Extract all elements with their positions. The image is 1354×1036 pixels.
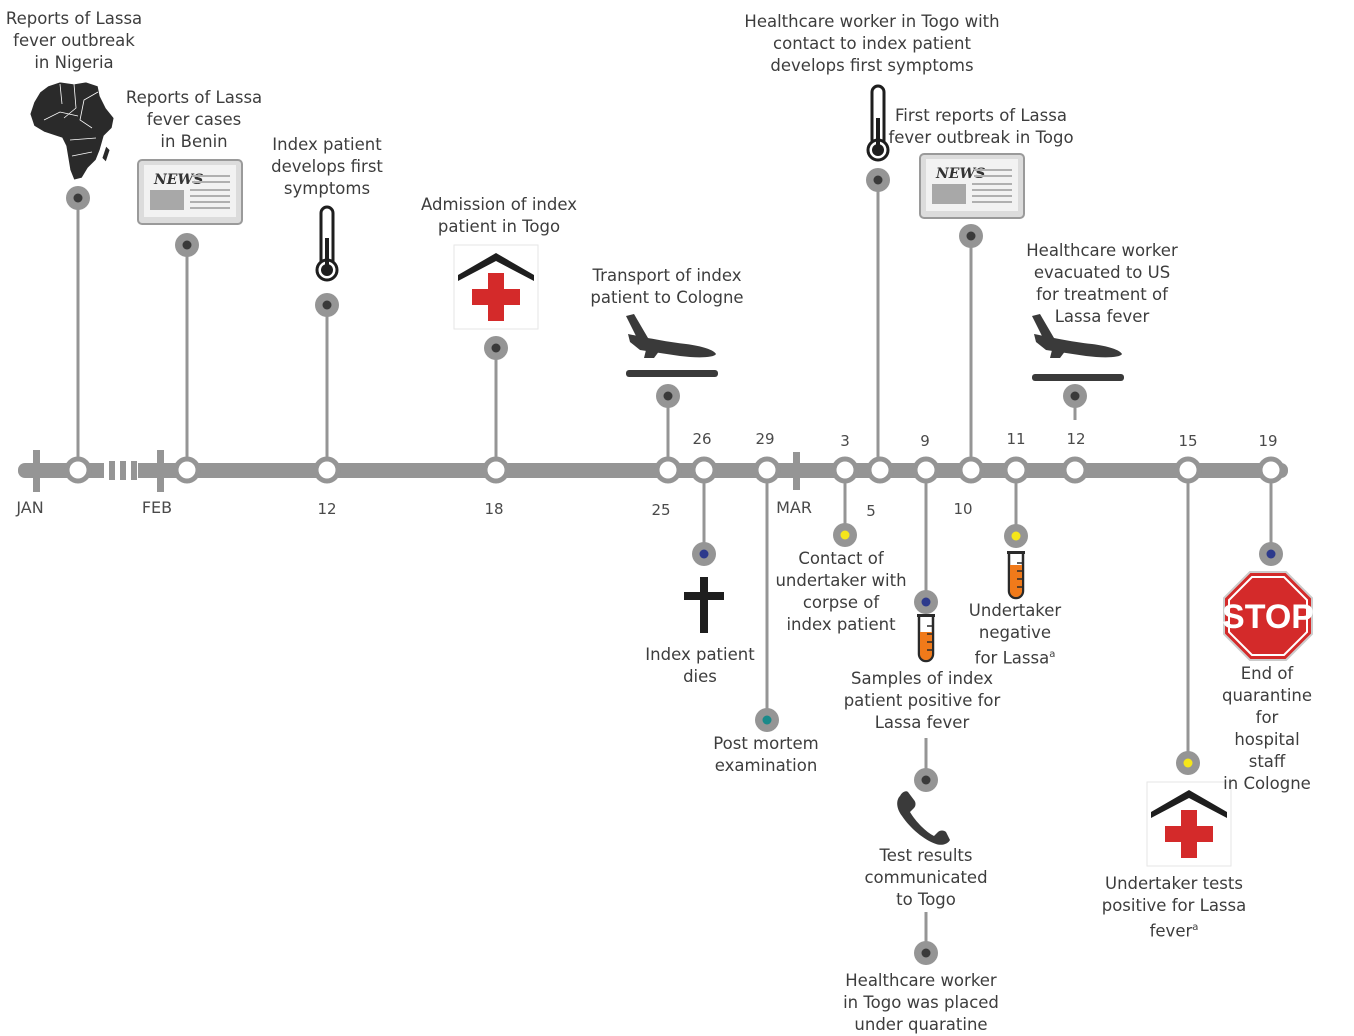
day-tick: 15 xyxy=(1178,432,1198,450)
pin-end-quarantine xyxy=(1259,542,1283,566)
pin-nigeria xyxy=(66,186,90,210)
airplane-icon xyxy=(1032,314,1124,381)
day-tick: 9 xyxy=(920,432,930,450)
newspaper-icon: NEWS xyxy=(137,159,243,225)
thermometer-icon xyxy=(315,205,339,282)
event-pins xyxy=(66,168,1283,965)
event-label-text: Undertaker negative for Lassa xyxy=(968,601,1062,668)
pin-samples-positive xyxy=(914,590,938,614)
pin-quarantine-togo xyxy=(914,941,938,965)
stop-sign-text: STOP xyxy=(1222,598,1314,636)
month-label-feb: FEB xyxy=(141,498,173,517)
thermometer-icon xyxy=(866,84,890,162)
event-label-symptoms: Index patient develops first symptoms xyxy=(271,135,383,198)
event-label-samples-positive: Samples of index patient positive for La… xyxy=(843,669,1001,732)
phone-icon xyxy=(897,791,950,845)
day-tick: 18 xyxy=(484,500,504,518)
day-tick: 19 xyxy=(1258,432,1278,450)
event-label-benin: Reports of Lassa fever cases in Benin xyxy=(125,88,263,151)
axis-nodes xyxy=(64,456,1285,484)
event-label-hcw-symptoms: Healthcare worker in Togo with contact t… xyxy=(744,12,1000,75)
pin-dies xyxy=(692,542,716,566)
pin-undertaker-negative xyxy=(1004,524,1028,548)
event-label-postmortem: Post mortem examination xyxy=(713,734,819,775)
pin-postmortem xyxy=(755,708,779,732)
pin-hcw-symptoms xyxy=(866,168,890,192)
month-label-jan: JAN xyxy=(16,498,44,517)
event-label-dies: Index patient dies xyxy=(645,645,755,686)
event-label-quarantine-togo: Healthcare worker in Togo was placed und… xyxy=(843,971,999,1034)
pin-togo-reports xyxy=(959,224,983,248)
event-label-undertaker-contact: Contact of undertaker with corpse of ind… xyxy=(775,549,907,634)
hospital-icon xyxy=(1146,781,1232,867)
test-tube-icon xyxy=(917,614,935,663)
event-label-togo-reports: First reports of Lassa fever outbreak in… xyxy=(888,106,1074,147)
pin-symptoms xyxy=(315,293,339,317)
airplane-icon xyxy=(626,314,718,377)
stop-sign-icon: STOP xyxy=(1222,571,1314,661)
event-label-undertaker-negative: Undertaker negative for Lassaa xyxy=(969,600,1061,670)
pin-admission xyxy=(484,336,508,360)
day-tick: 10 xyxy=(953,500,973,518)
pin-benin xyxy=(175,233,199,257)
pin-undertaker-positive xyxy=(1176,751,1200,775)
newspaper-title: NEWS xyxy=(935,166,985,182)
footnote-mark: a xyxy=(1192,922,1199,933)
event-label-transport: Transport of index patient to Cologne xyxy=(590,266,744,307)
pin-transport xyxy=(656,384,680,408)
footnote-mark: a xyxy=(1049,649,1056,660)
hospital-icon xyxy=(453,244,539,330)
pin-results-communicated xyxy=(914,768,938,792)
event-label-text: Undertaker tests positive for Lassa feve… xyxy=(1101,874,1247,941)
newspaper-title: NEWS xyxy=(153,172,203,188)
test-tube-icon xyxy=(1007,551,1025,600)
newspaper-icon: NEWS xyxy=(919,153,1025,219)
event-label-results-communicated: Test results communicated to Togo xyxy=(864,846,988,909)
day-tick: 26 xyxy=(692,430,712,448)
event-label-end-quarantine: End of quarantine for hospital staff in … xyxy=(1221,664,1313,793)
africa-map-icon xyxy=(29,81,115,181)
event-label-evacuated: Healthcare worker evacuated to US for tr… xyxy=(1026,241,1178,326)
day-tick: 5 xyxy=(866,502,876,520)
day-tick: 25 xyxy=(651,501,671,519)
day-tick: 29 xyxy=(755,430,775,448)
month-label-mar: MAR xyxy=(776,498,812,517)
day-tick: 12 xyxy=(1066,430,1086,448)
event-label-undertaker-positive: Undertaker tests positive for Lassa feve… xyxy=(1084,873,1264,943)
cross-icon xyxy=(684,577,724,633)
timeline-axis xyxy=(18,450,1288,492)
event-label-nigeria: Reports of Lassa fever outbreak in Niger… xyxy=(5,9,143,72)
pin-undertaker-contact xyxy=(833,523,857,547)
pin-evacuated xyxy=(1063,384,1087,408)
day-tick: 12 xyxy=(317,500,337,518)
day-tick: 11 xyxy=(1006,430,1026,448)
event-label-admission: Admission of index patient in Togo xyxy=(421,195,577,236)
day-tick: 3 xyxy=(840,432,850,450)
